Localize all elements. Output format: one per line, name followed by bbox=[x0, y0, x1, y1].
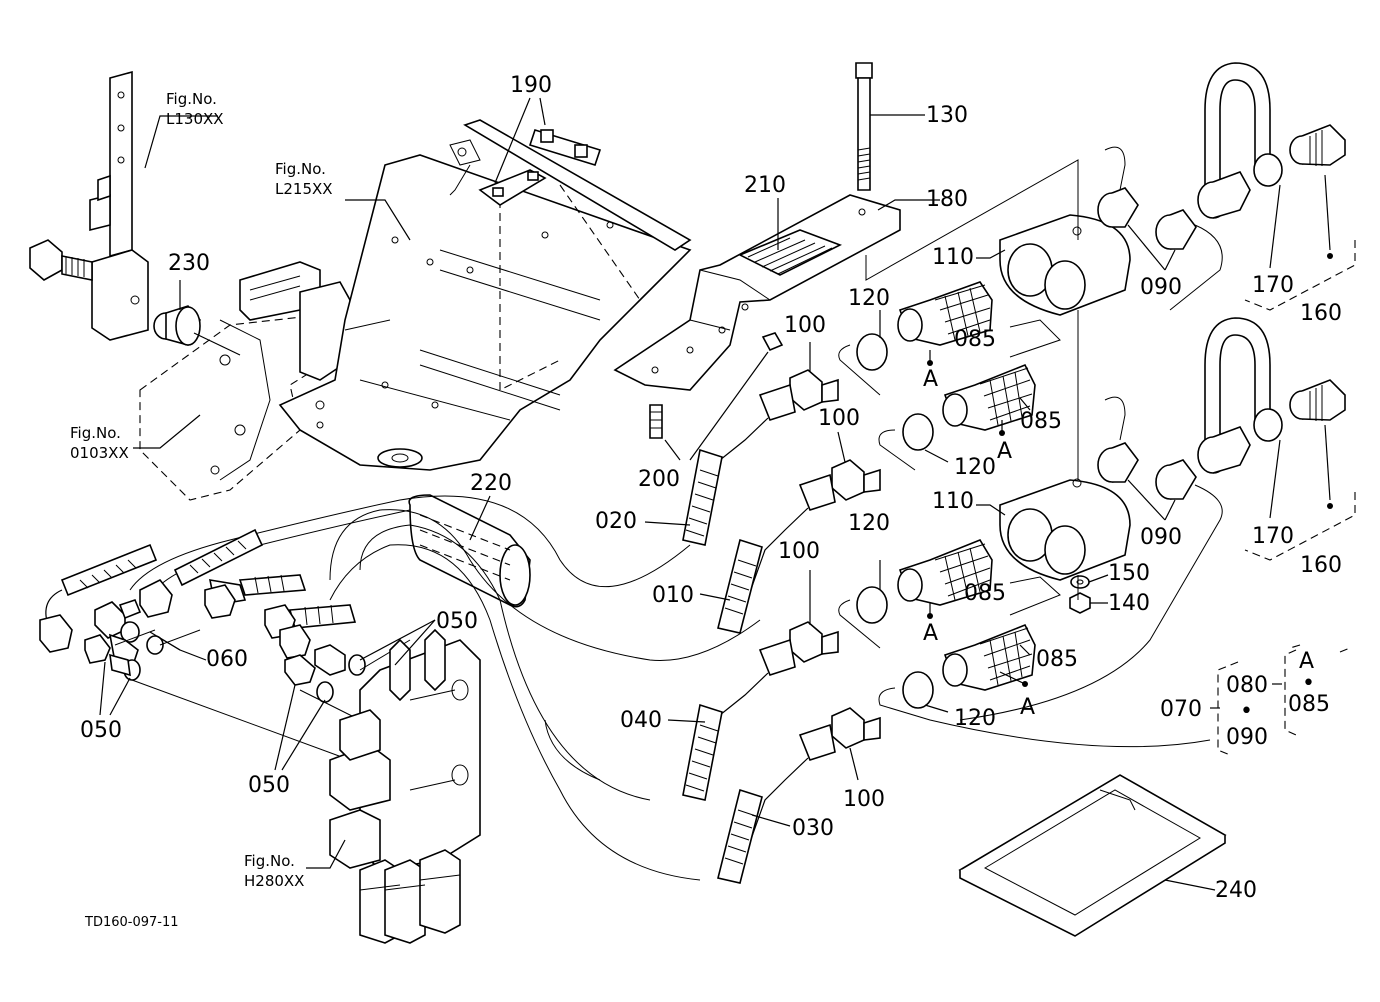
label-030: 030 bbox=[792, 816, 834, 841]
ref-marker-a-1: A bbox=[923, 367, 938, 392]
label-100-a: 100 bbox=[784, 313, 826, 338]
label-120-b: 120 bbox=[954, 455, 996, 480]
label-050-mid: 050 bbox=[248, 773, 290, 798]
bracket-160-lines bbox=[1244, 240, 1356, 561]
label-210: 210 bbox=[744, 173, 786, 198]
fittings-050-060-drawing bbox=[84, 599, 411, 761]
label-085-b: 085 bbox=[1020, 409, 1062, 434]
label-100-c: 100 bbox=[778, 539, 820, 564]
fig-ref-l130-line2: L130XX bbox=[166, 110, 224, 128]
fig-ref-h280-line1: Fig.No. bbox=[244, 852, 295, 870]
lock-pins-170-drawing bbox=[1197, 62, 1346, 509]
fig-ref-l130-line1: Fig.No. bbox=[166, 90, 217, 108]
label-060: 060 bbox=[206, 647, 248, 672]
coupler-block-lower bbox=[999, 478, 1131, 581]
drawing-code: TD160-097-11 bbox=[84, 915, 179, 930]
fig-ref-l215-line1: Fig.No. bbox=[275, 160, 326, 178]
label-050-left: 050 bbox=[80, 718, 122, 743]
sleeve-220-drawing bbox=[408, 494, 531, 608]
label-050-upper: 050 bbox=[436, 609, 478, 634]
label-070: 070 bbox=[1160, 697, 1202, 722]
label-100-b: 100 bbox=[818, 406, 860, 431]
set-bullet-1: • bbox=[1240, 699, 1253, 724]
label-100-d: 100 bbox=[843, 787, 885, 812]
label-080: 080 bbox=[1226, 673, 1268, 698]
mounting-bracket-drawing bbox=[29, 70, 149, 341]
coupler-block-upper bbox=[999, 214, 1131, 316]
fitting-200-drawing bbox=[649, 332, 784, 461]
label-090-lower: 090 bbox=[1140, 525, 1182, 550]
plate-190-drawing bbox=[478, 129, 602, 206]
label-130: 130 bbox=[926, 103, 968, 128]
frame-0103xx-drawing bbox=[139, 261, 351, 501]
bracket-210-drawing bbox=[613, 194, 901, 391]
label-090-upper: 090 bbox=[1140, 275, 1182, 300]
label-160-lower: 160 bbox=[1300, 553, 1342, 578]
ref-marker-a-set: A bbox=[1299, 649, 1314, 674]
orings-120-drawing bbox=[838, 333, 1211, 748]
leader-lines bbox=[99, 97, 1281, 869]
label-020: 020 bbox=[595, 509, 637, 534]
label-170-upper: 170 bbox=[1252, 273, 1294, 298]
ref-marker-a-4: A bbox=[1020, 695, 1035, 720]
label-160-upper: 160 bbox=[1300, 301, 1342, 326]
set-bullet-2: • bbox=[1302, 671, 1315, 696]
set-bracket-070-lines bbox=[1210, 644, 1351, 756]
part-number-labels: 230 190 210 130 180 110 110 090 090 170 … bbox=[80, 73, 1342, 903]
label-120-c: 120 bbox=[848, 511, 890, 536]
label-180: 180 bbox=[926, 187, 968, 212]
reference-markers: A A A A A • • bbox=[923, 367, 1315, 724]
label-230: 230 bbox=[168, 251, 210, 276]
control-valve-drawing bbox=[329, 628, 481, 944]
valve-hoses-drawing bbox=[39, 528, 357, 659]
fig-ref-l215-line2: L215XX bbox=[275, 180, 333, 198]
spacer-230-drawing bbox=[153, 305, 241, 356]
label-110-upper: 110 bbox=[932, 245, 974, 270]
label-220: 220 bbox=[470, 471, 512, 496]
label-010: 010 bbox=[652, 583, 694, 608]
dust-caps-090-drawing bbox=[959, 146, 1223, 721]
fig-ref-0103-line2: 0103XX bbox=[70, 444, 129, 462]
label-085-d: 085 bbox=[1036, 647, 1078, 672]
label-120-a: 120 bbox=[848, 286, 890, 311]
nut-washer-drawing bbox=[1069, 574, 1109, 614]
label-240: 240 bbox=[1215, 878, 1257, 903]
label-040: 040 bbox=[620, 708, 662, 733]
label-170-lower: 170 bbox=[1252, 524, 1294, 549]
manual-240-drawing bbox=[958, 774, 1227, 937]
label-085-c: 085 bbox=[964, 581, 1006, 606]
ref-marker-a-2: A bbox=[997, 439, 1012, 464]
label-190: 190 bbox=[510, 73, 552, 98]
couplers-085-drawing bbox=[897, 281, 1036, 691]
label-150: 150 bbox=[1108, 561, 1150, 586]
label-085-a: 085 bbox=[954, 327, 996, 352]
label-085-set: 085 bbox=[1288, 692, 1330, 717]
label-110-lower: 110 bbox=[932, 489, 974, 514]
fig-ref-h280-line2: H280XX bbox=[244, 872, 304, 890]
label-120-d: 120 bbox=[954, 706, 996, 731]
figure-references: Fig.No. L130XX Fig.No. L215XX Fig.No. 01… bbox=[70, 90, 333, 890]
center-plate-drawing bbox=[278, 119, 692, 471]
hoses-drawing bbox=[682, 383, 836, 884]
label-090-set: 090 bbox=[1226, 725, 1268, 750]
bolt-130-drawing bbox=[855, 62, 925, 191]
fig-ref-0103-line1: Fig.No. bbox=[70, 424, 121, 442]
ref-marker-a-3: A bbox=[923, 621, 938, 646]
label-200: 200 bbox=[638, 467, 680, 492]
label-140: 140 bbox=[1108, 591, 1150, 616]
